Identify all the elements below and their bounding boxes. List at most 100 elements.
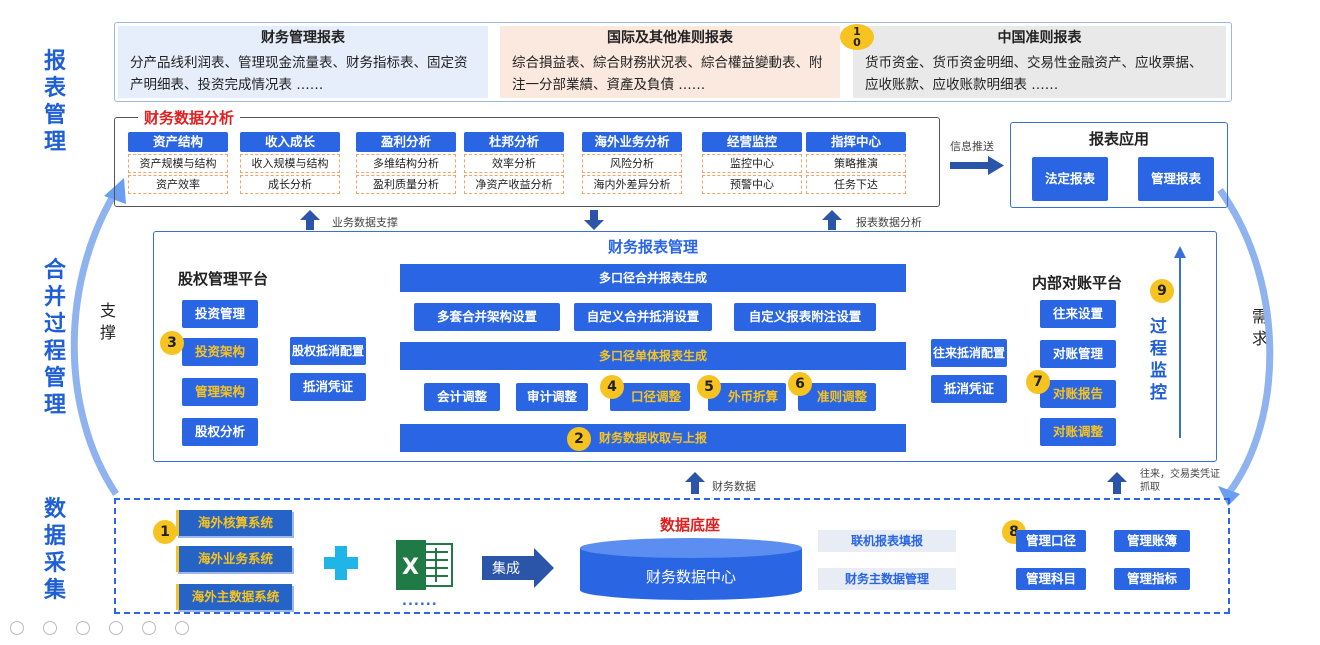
mgmt-report-button[interactable]: 管理报表 [1138, 157, 1214, 201]
badge-6: 6 [788, 372, 812, 396]
badge-1: 1 [153, 520, 177, 544]
analysis-item-2-0[interactable]: 多维结构分析 [356, 154, 456, 173]
mgmt-ledger-button[interactable]: 管理账簿 [1114, 530, 1190, 552]
fin-masterdata-mgmt[interactable]: 财务主数据管理 [818, 568, 956, 590]
support-up-arrow [300, 210, 320, 230]
analysis-head-0[interactable]: 资产结构 [128, 132, 228, 152]
plus-icon [324, 546, 358, 580]
support-label: 业务数据支撑 [332, 216, 398, 229]
center-down-arrow [584, 210, 604, 230]
investment-mgmt-button[interactable]: 投资管理 [182, 300, 258, 328]
analysis-head-1[interactable]: 收入成长 [240, 132, 340, 152]
analysis-head-4[interactable]: 海外业务分析 [582, 132, 682, 152]
equity-analysis-button[interactable]: 股权分析 [182, 418, 258, 446]
voucher-label: 往来，交易类凭证抓取 [1140, 469, 1220, 493]
custom-note-button[interactable]: 自定义报表附注设置 [734, 303, 876, 331]
analysis-item-5-0[interactable]: 监控中心 [702, 154, 802, 173]
mgmt-arch-button[interactable]: 管理架构 [182, 378, 258, 406]
excel-icon: X [396, 540, 453, 590]
cn-report-body: 货币资金、货币资金明细、交易性金融资产、应收票据、应收账款、应收账款明细表 …… [865, 55, 1203, 93]
label-report-mgmt: 报表管理 [43, 49, 66, 155]
mgmt-account-button[interactable]: 管理科目 [1016, 568, 1086, 590]
more-icon[interactable] [175, 621, 189, 635]
right-demand-arrow [1217, 187, 1274, 497]
info-push-text: 信息推送 [950, 140, 994, 153]
label-merge-process: 合并过程管理 [43, 258, 66, 418]
analysis-item-1-0[interactable]: 收入规模与结构 [240, 154, 340, 173]
analysis-title: 财务数据分析 [138, 107, 241, 128]
badge-9: 9 [1150, 279, 1174, 303]
equity-title: 股权管理平台 [178, 270, 269, 288]
analysis-item-3-0[interactable]: 效率分析 [464, 154, 564, 173]
prev-icon[interactable] [10, 621, 24, 635]
right-arrow-head [1218, 486, 1240, 506]
mgmt-caliber-button[interactable]: 管理口径 [1016, 530, 1086, 552]
equity-elim-voucher-button[interactable]: 抵消凭证 [290, 373, 366, 401]
trans-elim-voucher-button[interactable]: 抵消凭证 [931, 375, 1007, 403]
process-monitor-label: 过程监控 [1150, 317, 1167, 403]
equity-elim-config-button[interactable]: 股权抵消配置 [290, 337, 366, 365]
badge-5: 5 [697, 375, 721, 399]
zoom-icon[interactable] [142, 621, 156, 635]
svg-text:X: X [402, 555, 419, 580]
statutory-report-button[interactable]: 法定报表 [1032, 157, 1108, 201]
analysis-head-3[interactable]: 杜邦分析 [464, 132, 564, 152]
badge-4: 4 [600, 375, 624, 399]
analysis-head-5[interactable]: 经营监控 [702, 132, 802, 152]
trans-setup-button[interactable]: 往来设置 [1040, 300, 1116, 328]
intl-report-body: 综合損益表、綜合財務狀況表、綜合權益變動表、附注一分部業績、資產及負債 …… [512, 55, 823, 93]
overseas-masterdata-system[interactable]: 海外主数据系统 [176, 584, 292, 610]
recon-adjust-button[interactable]: 对账调整 [1040, 418, 1116, 446]
center-title: 财务报表管理 [607, 238, 698, 256]
fx-translate-button[interactable]: 外币折算 [708, 383, 786, 411]
audit-adj-button[interactable]: 审计调整 [516, 383, 588, 411]
analysis-item-2-1[interactable]: 盈利质量分析 [356, 175, 456, 194]
analysis-label: 报表数据分析 [856, 216, 922, 229]
trans-elim-config-button[interactable]: 往来抵消配置 [931, 339, 1007, 367]
analysis-item-1-1[interactable]: 成长分析 [240, 175, 340, 194]
mgmt-indicator-button[interactable]: 管理指标 [1114, 568, 1190, 590]
analysis-item-3-1[interactable]: 净资产收益分析 [464, 175, 564, 194]
recon-report-button[interactable]: 对账报告 [1040, 380, 1116, 408]
data-base-title: 数据底座 [659, 516, 720, 534]
investment-arch-button[interactable]: 投资架构 [182, 338, 258, 366]
analysis-item-4-1[interactable]: 海内外差异分析 [582, 175, 682, 194]
multi-arch-button[interactable]: 多套合并架构设置 [414, 303, 560, 331]
analysis-head-6[interactable]: 指挥中心 [806, 132, 906, 152]
data-collect-panel [114, 498, 1230, 614]
info-push-arrow [950, 156, 1004, 175]
analysis-item-5-1[interactable]: 预警中心 [702, 175, 802, 194]
badge-3: 3 [160, 331, 184, 355]
cn-report-title: 中国准则报表 [997, 30, 1082, 46]
pen-icon[interactable] [76, 621, 90, 635]
data-collect-bar[interactable]: 财务数据收取与上报 [400, 424, 906, 452]
online-report-fill[interactable]: 联机报表填报 [818, 530, 956, 552]
top-report-panel [114, 22, 1232, 102]
overseas-business-system[interactable]: 海外业务系统 [176, 546, 292, 572]
data-center-cylinder [580, 538, 802, 600]
recon-mgmt-button[interactable]: 对账管理 [1040, 340, 1116, 368]
accounting-adj-button[interactable]: 会计调整 [424, 383, 500, 411]
left-arrow-head [104, 178, 126, 204]
overseas-accounting-system[interactable]: 海外核算系统 [176, 510, 292, 536]
analysis-item-6-1[interactable]: 任务下达 [806, 175, 906, 194]
integrate-label: 集成 [492, 561, 520, 577]
custom-elim-button[interactable]: 自定义合并抵消设置 [574, 303, 712, 331]
cn-report-col: 中国准则报表 货币资金、货币资金明细、交易性金融资产、应收票据、应收账款、应收账… [853, 26, 1226, 98]
next-icon[interactable] [43, 621, 57, 635]
analysis-item-4-0[interactable]: 风险分析 [582, 154, 682, 173]
consolidated-report-bar[interactable]: 多口径合并报表生成 [400, 264, 906, 292]
integrate-arrow [482, 548, 554, 588]
intl-report-col: 国际及其他准则报表 综合損益表、綜合財務狀況表、綜合權益變動表、附注一分部業績、… [500, 26, 840, 98]
analysis-item-0-0[interactable]: 资产规模与结构 [128, 154, 228, 173]
slides-icon[interactable] [109, 621, 123, 635]
left-support-arrow [70, 186, 121, 496]
single-report-bar[interactable]: 多口径单体报表生成 [400, 342, 906, 370]
analysis-item-0-1[interactable]: 资产效率 [128, 175, 228, 194]
analysis-head-2[interactable]: 盈利分析 [356, 132, 456, 152]
analysis-item-6-0[interactable]: 策略推演 [806, 154, 906, 173]
badge-2: 2 [567, 427, 591, 451]
